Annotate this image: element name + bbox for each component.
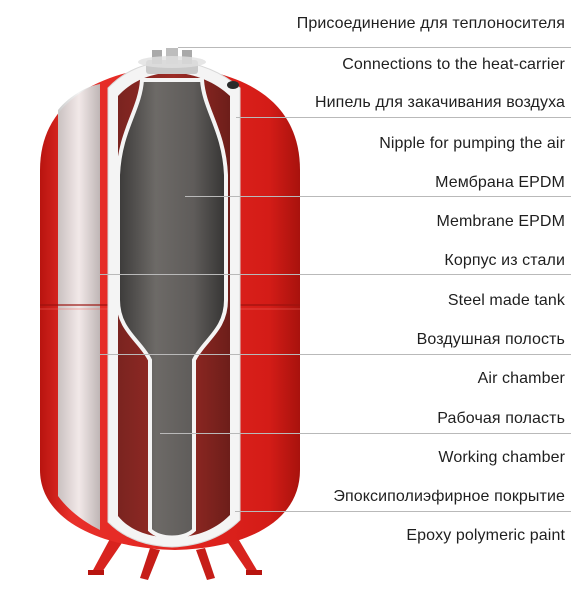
air-nipple: [227, 81, 239, 89]
label-connections-en: Connections to the heat-carrier: [342, 56, 565, 73]
label-nipple-en: Nipple for pumping the air: [379, 135, 565, 152]
label-connections-ru: Присоединение для теплоносителя: [296, 15, 565, 32]
epdm-membrane: [116, 78, 228, 540]
label-working-chamber-en: Working chamber: [438, 449, 565, 466]
leader-line-epoxy-paint: [235, 511, 571, 512]
label-steel-tank-en: Steel made tank: [447, 292, 565, 309]
leader-line-working-chamber: [160, 433, 571, 434]
leader-line-nipple: [236, 117, 571, 118]
leader-line-membrane: [185, 196, 571, 197]
label-air-chamber-en: Air chamber: [477, 370, 565, 387]
label-nipple-ru: Нипель для закачивания воздуха: [314, 94, 565, 111]
label-air-chamber-ru: Воздушная полость: [416, 331, 565, 348]
label-steel-tank-ru: Корпус из стали: [444, 252, 565, 269]
leader-line-air-chamber: [100, 354, 571, 355]
label-membrane-en: Membrane EPDM: [436, 213, 565, 230]
leader-line-steel-tank: [100, 274, 571, 275]
tank-feet: [88, 535, 262, 580]
top-connection-fittings: [138, 48, 206, 74]
leader-line-connections: [178, 47, 571, 48]
label-working-chamber-ru: Рабочая поласть: [437, 410, 565, 427]
label-epoxy-paint-ru: Эпоксиполиэфирное покрытие: [333, 488, 565, 505]
label-membrane-ru: Мембрана EPDM: [435, 174, 565, 191]
label-epoxy-paint-en: Epoxy polymeric paint: [406, 527, 565, 544]
